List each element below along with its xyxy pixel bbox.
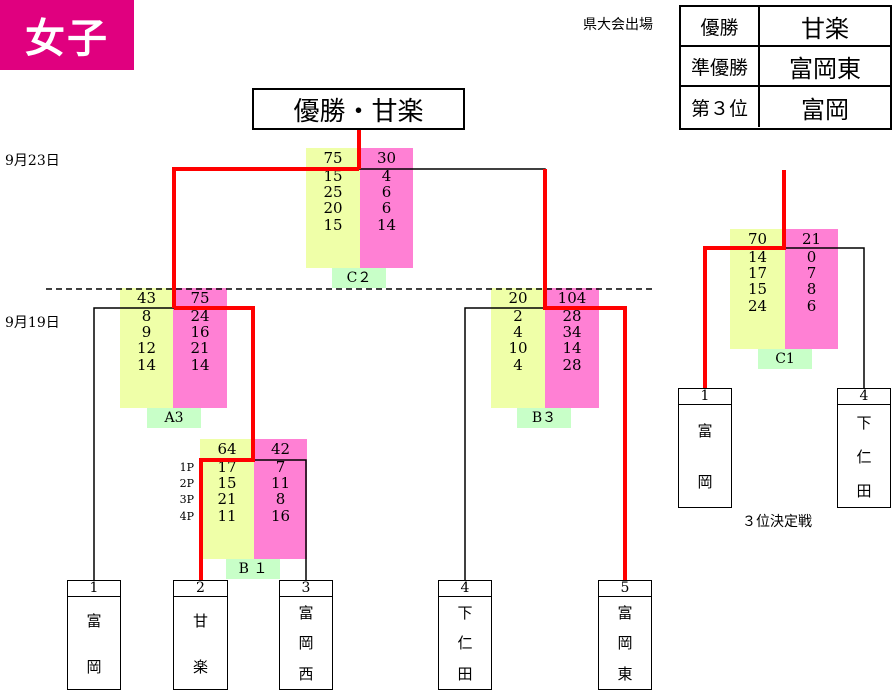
row-value: 富岡東 (789, 54, 861, 83)
prefectural-row-third: 第３位 富岡 (681, 87, 890, 127)
third-place-team-4: 4 下仁田 (837, 388, 891, 508)
row-value: 富岡 (801, 95, 849, 124)
row-value: 甘楽 (801, 14, 849, 43)
row-label: 優勝 (681, 7, 760, 45)
team-box-1: 1 富岡 (67, 580, 121, 690)
a3-match-label: A3 (147, 408, 201, 428)
prefectural-row-runner-up: 準優勝 富岡東 (681, 47, 890, 87)
title-badge: 女子 (0, 0, 134, 70)
c2-match-label: C２ (332, 268, 386, 288)
winner-path (172, 130, 786, 580)
team-box-3: 3 富岡西 (279, 580, 333, 690)
date-final: 9月23日 (5, 153, 60, 169)
prefectural-row-winner: 優勝 甘楽 (681, 7, 890, 47)
champion-box: 優勝・甘楽 (252, 88, 465, 130)
third-place-caption: ３位決定戦 (742, 514, 812, 530)
row-label: 準優勝 (681, 47, 760, 85)
date-semis: 9月19日 (5, 315, 60, 331)
c1-match-label: C1 (758, 349, 812, 369)
team-box-4: 4 下仁田 (438, 580, 492, 690)
row-label: 第３位 (681, 87, 760, 127)
prefectural-table: 優勝 甘楽 準優勝 富岡東 第３位 富岡 (679, 5, 892, 130)
team-box-5: 5 富岡東 (598, 580, 652, 690)
third-place-team-1: 1 富岡 (678, 388, 732, 508)
prefectural-label: 県大会出場 (583, 17, 653, 33)
b3-match-label: B３ (517, 408, 571, 428)
team-box-2: 2 甘楽 (173, 580, 228, 690)
b1-match-label: B １ (226, 559, 280, 579)
